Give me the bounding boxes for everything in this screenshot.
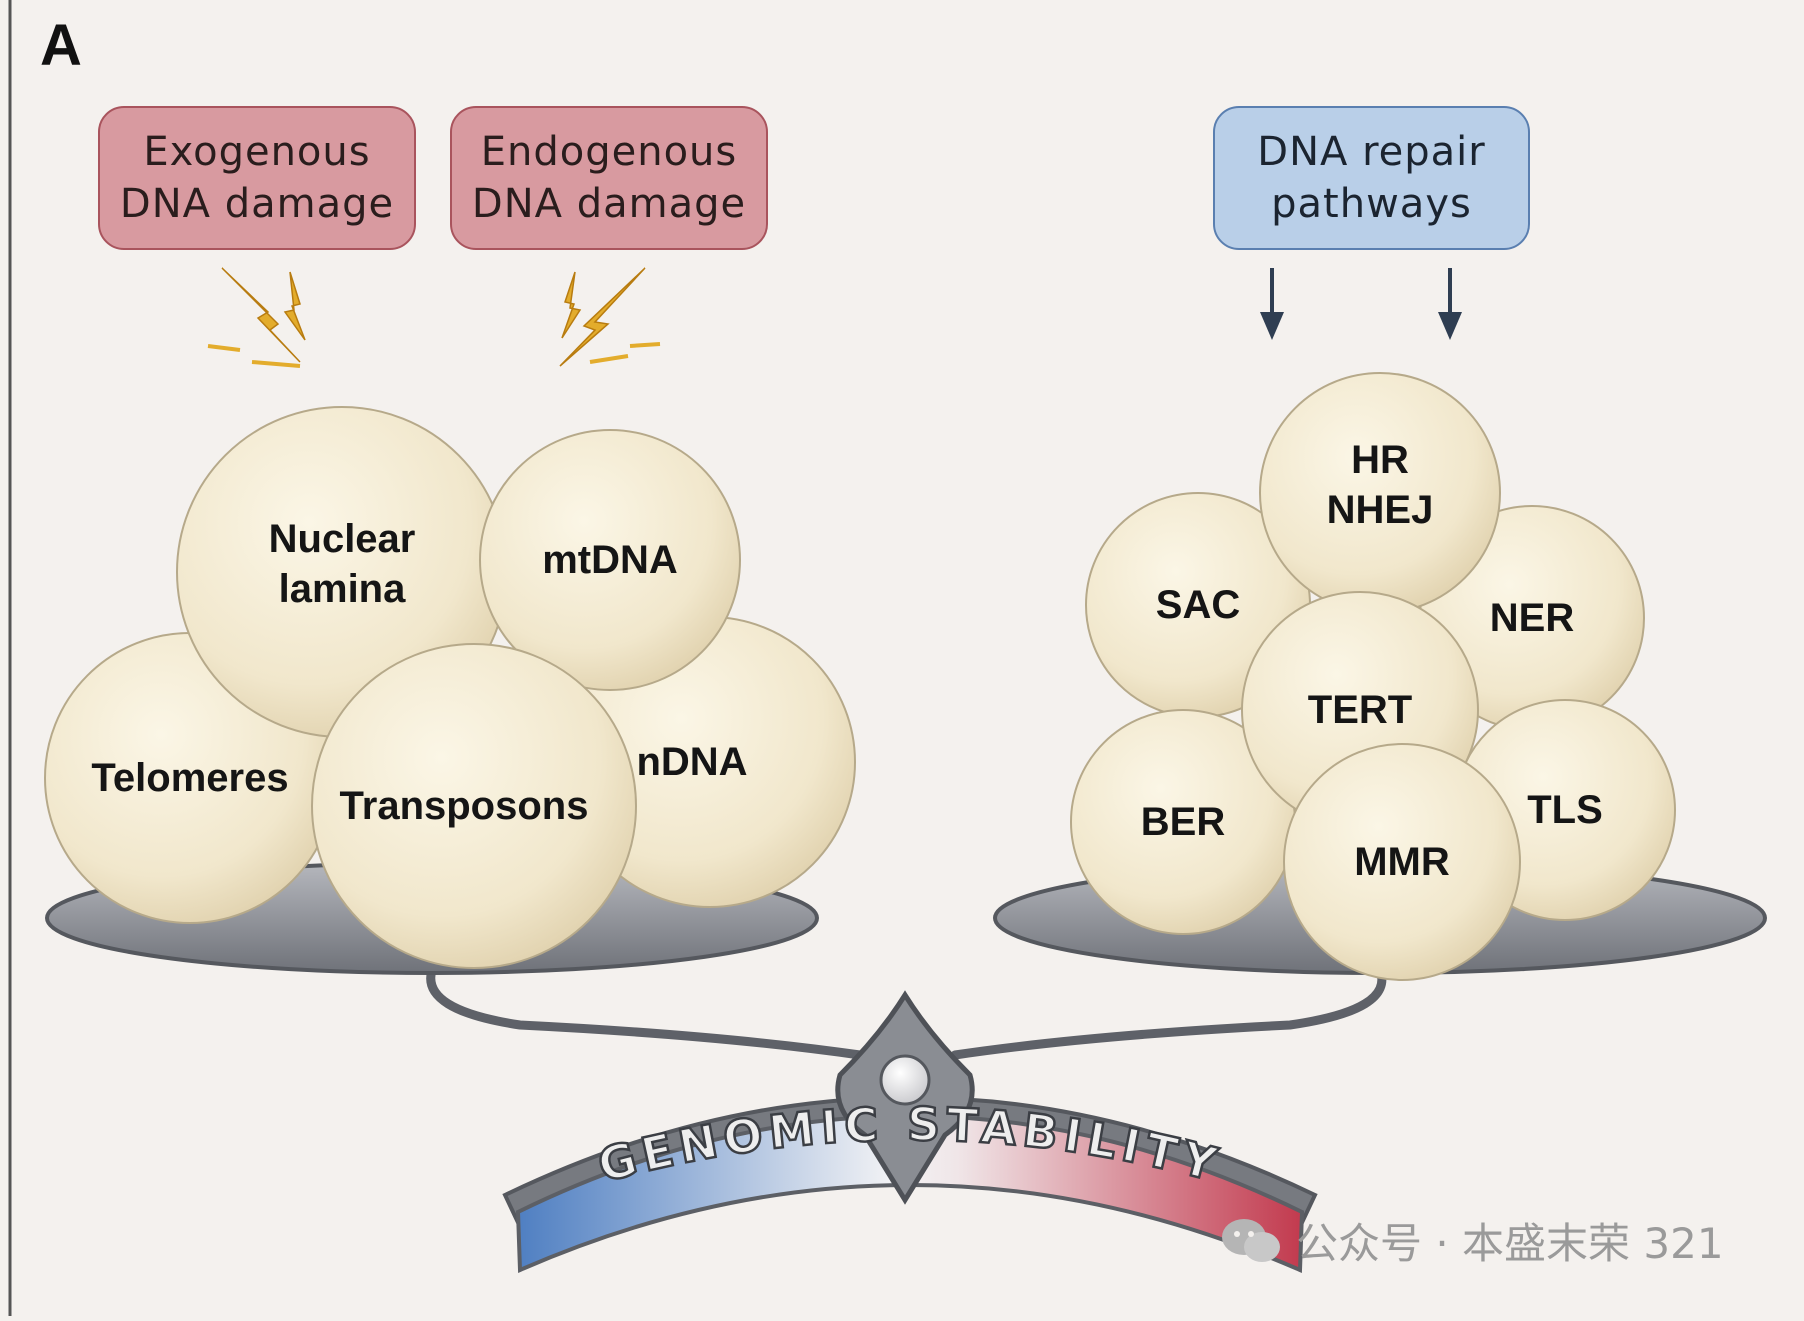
genomic-stability-arc (502, 1095, 1318, 1274)
watermark: 公众号 · 本盛末荣 321 (1220, 1210, 1724, 1271)
sphere-label-line: mtDNA (542, 538, 678, 582)
panel-letter: A (40, 13, 82, 78)
right-label-hr: HR NHEJ (1327, 435, 1434, 535)
sphere-label-line: NHEJ (1326, 488, 1434, 532)
lightning-bolt-icon (559, 267, 661, 367)
lightning-bolt-icon (207, 267, 306, 368)
down-arrow-icon (1438, 268, 1462, 340)
wechat-icon (1220, 1215, 1282, 1267)
down-arrow-icon (1260, 268, 1284, 340)
dna-repair-box: DNA repair pathways (1213, 106, 1530, 250)
sphere-label-line: Transposons (339, 784, 589, 828)
sphere-label-line: Nuclear (268, 517, 416, 561)
left-label-mtdna: mtDNA (542, 535, 678, 585)
scale-pivot (835, 990, 975, 1205)
endogenous-damage-box: Endogenous DNA damage (450, 106, 768, 250)
sphere-label-line: TERT (1307, 688, 1413, 732)
sphere-label-line: NER (1489, 596, 1575, 640)
box-line: Endogenous (480, 129, 738, 175)
sphere-label-line: lamina (278, 567, 406, 611)
left-sphere-group (44, 406, 856, 969)
watermark-text: 公众号 · 本盛末荣 321 (1296, 1219, 1724, 1268)
box-line: DNA repair (1257, 129, 1486, 175)
sphere-transposons (311, 643, 637, 969)
left-label-transposons: Transposons (340, 781, 589, 831)
right-label-tls: TLS (1527, 785, 1603, 835)
scale-beam (426, 965, 1387, 1060)
sphere-label-line: MMR (1354, 840, 1450, 884)
box-line: DNA damage (471, 181, 747, 227)
sphere-mmr (1283, 743, 1521, 981)
sphere-label-line: BER (1140, 800, 1226, 844)
right-label-ner: NER (1490, 593, 1574, 643)
sphere-label-line: HR (1351, 438, 1409, 482)
left-label-ndna: nDNA (636, 737, 747, 787)
box-line: pathways (1271, 181, 1472, 227)
left-label-nuclear: Nuclear lamina (269, 514, 416, 614)
left-label-telomeres: Telomeres (91, 753, 288, 803)
exogenous-damage-box: Exogenous DNA damage (98, 106, 416, 250)
sphere-label-line: Telomeres (91, 756, 289, 800)
sphere-mtdna (479, 429, 741, 691)
right-label-tert: TERT (1308, 685, 1412, 735)
box-line: Exogenous (143, 129, 371, 175)
right-sphere-group (1070, 372, 1676, 981)
right-label-sac: SAC (1156, 580, 1240, 630)
sphere-label-line: SAC (1155, 583, 1241, 627)
sphere-label-line: TLS (1527, 788, 1603, 832)
sphere-label-line: nDNA (636, 740, 748, 784)
box-line: DNA damage (119, 181, 395, 227)
right-label-ber: BER (1141, 797, 1225, 847)
right-label-mmr: MMR (1354, 837, 1450, 887)
